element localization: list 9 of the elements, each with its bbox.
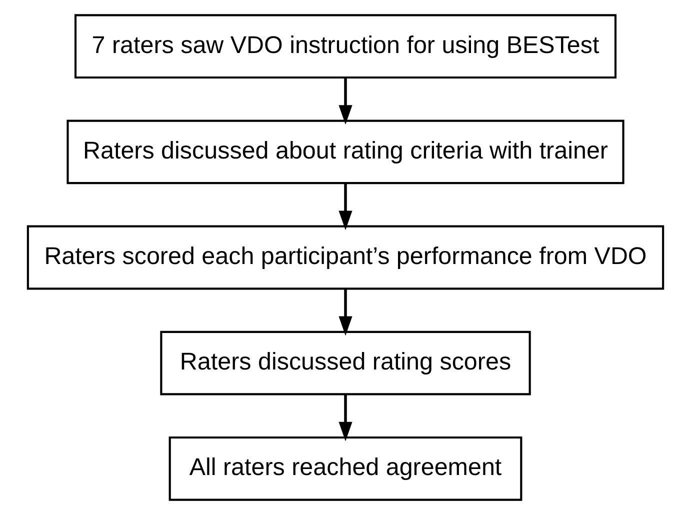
arrow (338, 78, 352, 125)
node-box: Raters discussed rating scores (160, 330, 531, 396)
node-box: All raters reached agreement (168, 436, 522, 501)
arrow (338, 183, 352, 230)
arrow (338, 288, 352, 336)
node-box: 7 raters saw VDO instruction for using BESTest (74, 14, 617, 79)
arrow (338, 394, 352, 442)
node-box: Raters scored each participant’s performance from VDO (26, 225, 664, 290)
node-box: Raters discussed about rating criteria with trainer (66, 120, 624, 184)
